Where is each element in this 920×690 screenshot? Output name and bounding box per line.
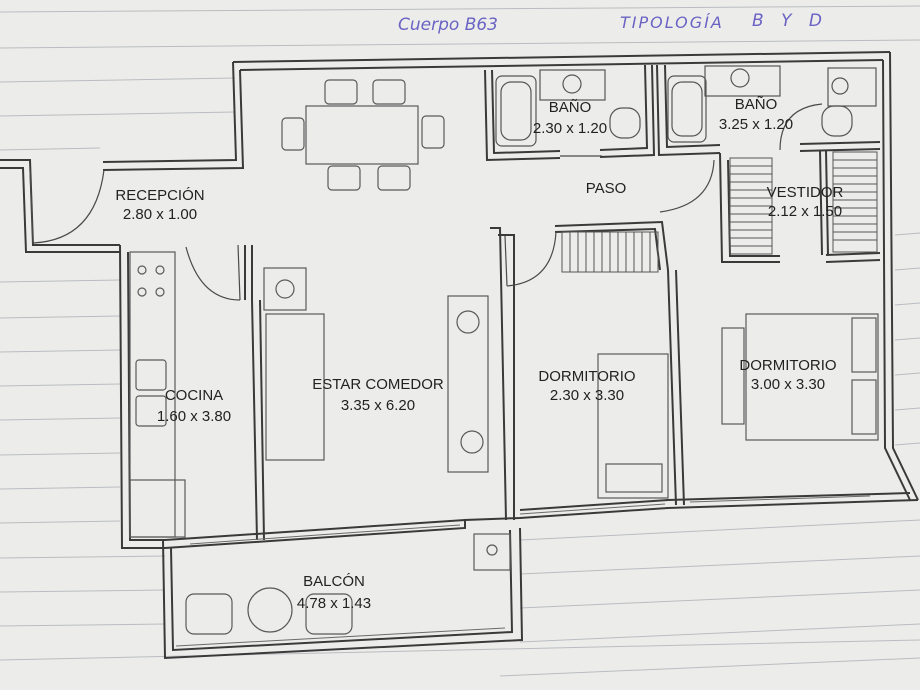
dining-table — [281, 79, 445, 191]
room-size-cocina: 1.60 x 3.80 — [157, 408, 231, 425]
room-name-vestidor: VESTIDOR — [767, 184, 844, 201]
handwritten-note-left: Cuerpo B63 — [398, 15, 498, 35]
room-size-recepcion: 2.80 x 1.00 — [123, 206, 197, 223]
room-name-estar-comedor: ESTAR COMEDOR — [312, 376, 444, 393]
balcony-furniture — [185, 533, 511, 635]
room-size-estar-comedor: 3.35 x 6.20 — [341, 397, 415, 414]
handwritten-note-right: TIPOLOGÍA — [620, 13, 724, 32]
living-furniture — [263, 267, 489, 473]
windows — [175, 495, 871, 647]
room-size-dormitorio-1: 2.30 x 3.30 — [550, 387, 624, 404]
room-size-vestidor: 2.12 x 1.50 — [768, 203, 842, 220]
closet-hatching — [561, 151, 878, 273]
kitchen-fixtures — [129, 251, 186, 538]
room-size-dormitorio-2: 3.00 x 3.30 — [751, 376, 825, 393]
room-labels: RECEPCIÓN 2.80 x 1.00 BAÑO 2.30 x 1.20 B… — [115, 96, 843, 612]
room-name-dormitorio-2: DORMITORIO — [739, 357, 836, 374]
bathroom-fixtures — [495, 65, 877, 147]
room-size-balcon: 4.78 x 1.43 — [297, 595, 371, 612]
room-name-recepcion: RECEPCIÓN — [115, 187, 204, 204]
exterior-walls — [0, 51, 919, 660]
room-size-bano-2: 3.25 x 1.20 — [719, 116, 793, 133]
beds — [597, 313, 879, 499]
doors — [29, 103, 823, 301]
handwritten-type-code: B Y D — [752, 11, 828, 31]
room-name-bano-2: BAÑO — [735, 96, 778, 113]
room-size-bano-1: 2.30 x 1.20 — [533, 120, 607, 137]
room-name-balcon: BALCÓN — [303, 573, 365, 590]
interior-walls — [244, 64, 881, 541]
room-name-bano-1: BAÑO — [549, 99, 592, 116]
ruled-lines — [0, 5, 920, 677]
room-name-cocina: COCINA — [165, 387, 223, 404]
room-name-paso: PASO — [586, 180, 627, 197]
room-name-dormitorio-1: DORMITORIO — [538, 368, 635, 385]
